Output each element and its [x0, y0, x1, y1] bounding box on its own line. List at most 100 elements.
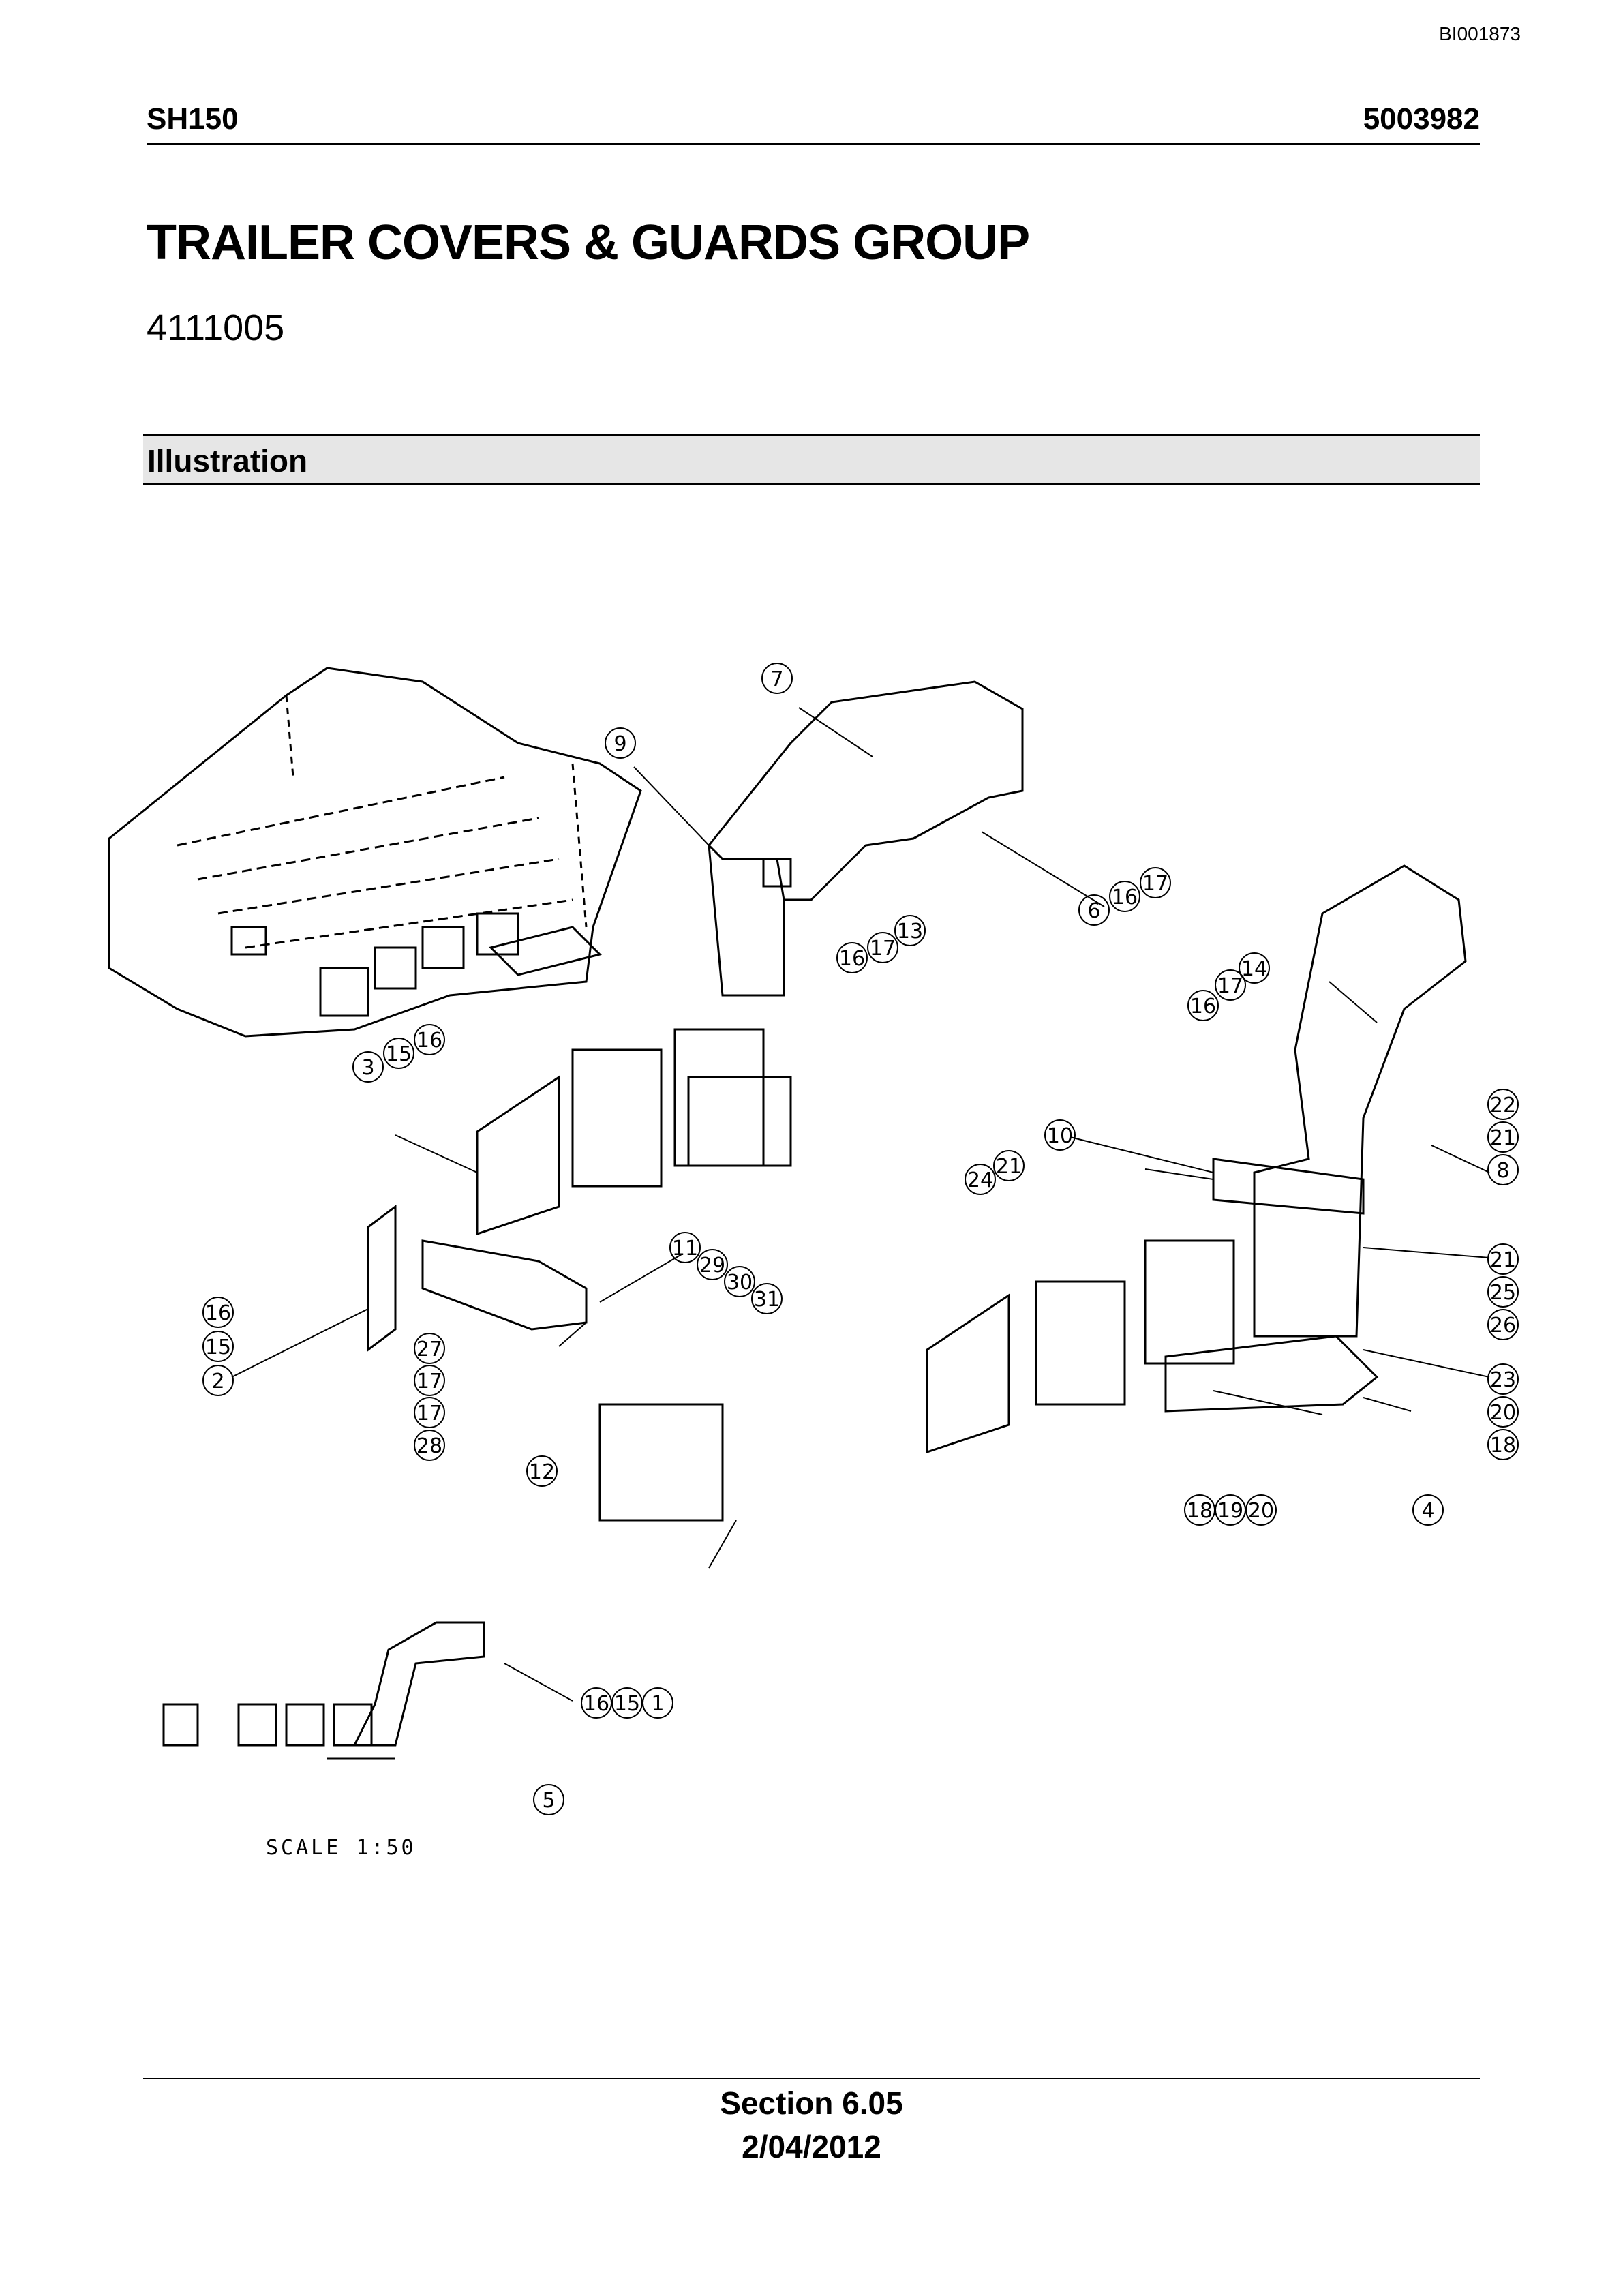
- section-bar: Illustration: [143, 434, 1480, 485]
- callout: 13: [894, 915, 926, 946]
- svg-text:17: 17: [1142, 872, 1168, 896]
- svg-text:20: 20: [1248, 1499, 1274, 1523]
- svg-text:7: 7: [770, 667, 783, 691]
- svg-text:14: 14: [1241, 957, 1267, 981]
- svg-text:19: 19: [1217, 1499, 1243, 1523]
- svg-text:17: 17: [416, 1402, 442, 1425]
- cover-panels: [476, 1028, 1235, 1522]
- header-row: SH150 5003982: [147, 102, 1480, 145]
- svg-text:17: 17: [1217, 974, 1243, 998]
- svg-text:10: 10: [1047, 1124, 1073, 1148]
- callout: 17: [867, 932, 898, 963]
- svg-text:27: 27: [416, 1338, 442, 1361]
- callout: 20: [1245, 1494, 1277, 1526]
- callout: 18: [1184, 1494, 1215, 1526]
- svg-text:18: 18: [1490, 1434, 1516, 1457]
- svg-text:17: 17: [416, 1370, 442, 1393]
- callout: 17: [1140, 867, 1171, 898]
- svg-text:16: 16: [583, 1692, 609, 1716]
- section-label: Illustration: [147, 443, 308, 479]
- svg-text:5: 5: [542, 1789, 555, 1813]
- svg-text:18: 18: [1187, 1499, 1213, 1523]
- chassis-frame: [108, 667, 642, 1038]
- footer-section: Section 6.05: [720, 2085, 903, 2121]
- callout: 4: [1412, 1494, 1444, 1526]
- callout: 28: [414, 1430, 445, 1461]
- svg-text:23: 23: [1490, 1368, 1516, 1392]
- callout: 7: [761, 663, 793, 694]
- callout: 27: [414, 1333, 445, 1364]
- callout: 23: [1487, 1363, 1519, 1395]
- svg-text:15: 15: [386, 1042, 412, 1066]
- svg-text:30: 30: [727, 1271, 753, 1295]
- svg-text:12: 12: [529, 1460, 555, 1484]
- callout: 15: [383, 1038, 414, 1069]
- svg-text:21: 21: [1490, 1126, 1516, 1150]
- svg-text:24: 24: [967, 1168, 993, 1192]
- svg-text:2: 2: [211, 1370, 224, 1393]
- svg-text:16: 16: [839, 947, 865, 971]
- svg-text:13: 13: [897, 920, 923, 943]
- callout: 16: [581, 1687, 612, 1719]
- callout: 5: [533, 1784, 564, 1815]
- callout: 24: [965, 1164, 996, 1195]
- svg-text:21: 21: [1490, 1248, 1516, 1272]
- callout: 17: [1215, 969, 1246, 1001]
- svg-text:16: 16: [1112, 886, 1138, 909]
- callout: 31: [751, 1283, 783, 1314]
- page-title: TRAILER COVERS & GUARDS GROUP: [147, 215, 1030, 270]
- svg-text:8: 8: [1496, 1159, 1509, 1183]
- callout: 17: [414, 1397, 445, 1428]
- svg-text:6: 6: [1087, 899, 1100, 923]
- callouts: 7 9 6 16 17 13 16 17 15 16 3 14 17 16 22…: [202, 663, 1519, 1815]
- scale-view: [162, 1621, 485, 1760]
- upper-guard: [707, 680, 1024, 997]
- callout: 12: [526, 1455, 558, 1487]
- callout: 9: [605, 727, 636, 759]
- svg-text:15: 15: [205, 1335, 231, 1359]
- callout: 10: [1044, 1119, 1076, 1151]
- callout: 17: [414, 1365, 445, 1396]
- callout: 18: [1487, 1429, 1519, 1460]
- callout: 3: [352, 1051, 384, 1083]
- footer-date: 2/04/2012: [742, 2129, 881, 2164]
- footer-divider: [143, 2078, 1480, 2079]
- callout: 29: [697, 1249, 728, 1280]
- svg-text:21: 21: [996, 1155, 1022, 1179]
- doc-code: BI001873: [1439, 23, 1521, 44]
- svg-text:9: 9: [613, 732, 626, 756]
- callout: 2: [202, 1365, 234, 1396]
- svg-text:26: 26: [1490, 1314, 1516, 1338]
- svg-text:1: 1: [651, 1692, 664, 1716]
- exploded-parts-drawing: 7 9 6 16 17 13 16 17 15 16 3 14 17 16 22…: [108, 663, 1519, 1860]
- svg-text:17: 17: [870, 937, 896, 961]
- callout: 25: [1487, 1276, 1519, 1308]
- callout: 19: [1215, 1494, 1246, 1526]
- svg-text:28: 28: [416, 1434, 442, 1458]
- callout: 21: [1487, 1243, 1519, 1275]
- svg-text:4: 4: [1421, 1499, 1434, 1523]
- callout: 16: [1109, 881, 1140, 912]
- leader-lines: [231, 707, 1490, 1702]
- svg-text:22: 22: [1490, 1093, 1516, 1117]
- callout: 11: [669, 1232, 701, 1263]
- svg-text:3: 3: [361, 1056, 374, 1080]
- svg-text:20: 20: [1490, 1401, 1516, 1425]
- callout: 16: [202, 1297, 234, 1328]
- callout: 16: [414, 1024, 445, 1055]
- svg-text:16: 16: [416, 1029, 442, 1053]
- callout: 21: [1487, 1121, 1519, 1153]
- callout: 15: [611, 1687, 643, 1719]
- callout: 21: [993, 1150, 1025, 1181]
- svg-text:25: 25: [1490, 1281, 1516, 1305]
- scale-label: SCALE 1:50: [266, 1836, 416, 1860]
- callout: 22: [1487, 1089, 1519, 1120]
- callout: 15: [202, 1331, 234, 1362]
- callout: 16: [836, 942, 868, 973]
- part-number: 5003982: [1363, 102, 1480, 136]
- model-name: SH150: [147, 102, 239, 136]
- group-number: 4111005: [147, 307, 285, 348]
- callout: 30: [724, 1266, 755, 1297]
- svg-text:16: 16: [205, 1301, 231, 1325]
- callout: 20: [1487, 1396, 1519, 1428]
